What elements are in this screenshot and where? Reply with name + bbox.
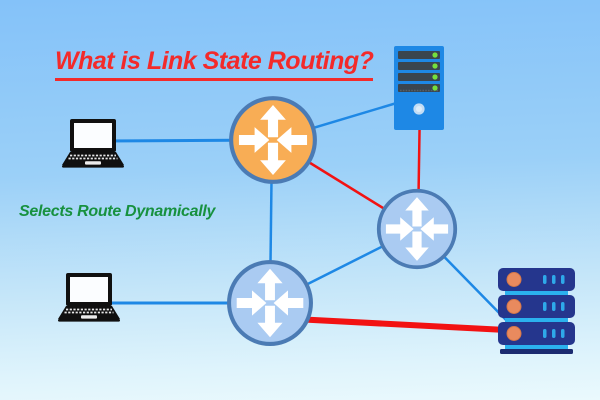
- router-right: [375, 187, 459, 271]
- router-icon: [227, 260, 313, 346]
- router-orange: [227, 94, 319, 186]
- laptop-1: [60, 118, 126, 170]
- server-rack-icon: [498, 268, 575, 354]
- laptop-icon: [62, 119, 124, 168]
- laptop-2: [56, 272, 122, 324]
- server-tower: [394, 46, 444, 130]
- link-router-bottom-server-rack: [274, 315, 507, 333]
- server-rack: [498, 268, 575, 354]
- server-tower-icon: [394, 46, 444, 130]
- router-icon: [376, 188, 458, 270]
- caption-selects-route: Selects Route Dynamically: [19, 203, 216, 220]
- router-icon: [229, 96, 317, 184]
- router-bottom: [225, 258, 315, 348]
- page-title: What is Link State Routing?: [55, 47, 374, 81]
- laptop-icon: [58, 273, 120, 322]
